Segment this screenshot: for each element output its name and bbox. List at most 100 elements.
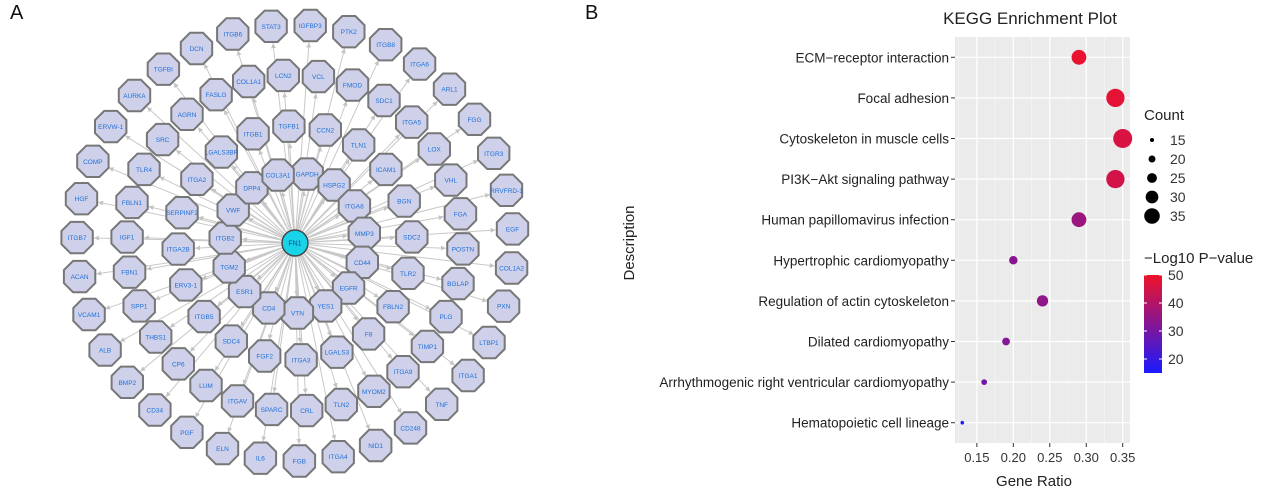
gene-node-acan[interactable]: ACAN — [62, 259, 97, 294]
gene-node-faslg[interactable]: FASLG — [199, 78, 233, 112]
gene-node-pgf[interactable]: PGF — [170, 415, 204, 449]
gene-node-arl1[interactable]: ARL1 — [432, 72, 467, 106]
gene-node-hgf[interactable]: HGF — [64, 182, 99, 216]
hub-node-fn1[interactable]: FN1 — [281, 229, 309, 257]
gene-node-tln2[interactable]: TLN2 — [324, 387, 358, 422]
gene-node-itgb1[interactable]: ITGB1 — [236, 117, 270, 151]
gene-node-itga4[interactable]: ITGA4 — [321, 440, 355, 474]
gene-node-itga1[interactable]: ITGA1 — [451, 358, 485, 393]
gene-node-alb[interactable]: ALB — [88, 333, 122, 367]
gene-node-crl[interactable]: CRL — [290, 393, 324, 428]
data-point-hypertrophic-cardiomyopathy[interactable] — [1009, 256, 1018, 265]
data-point-pi3k-akt-signaling-pathway[interactable] — [1106, 169, 1125, 189]
gene-node-col1a1[interactable]: COL1A1 — [232, 64, 266, 99]
gene-node-fgf2[interactable]: FGF2 — [248, 339, 282, 373]
data-point-arrhythmogenic-right-ventricular-cardiomyopathy[interactable] — [981, 379, 988, 385]
gene-node-cd44[interactable]: CD44 — [345, 245, 379, 279]
gene-node-plg[interactable]: PLG — [429, 299, 463, 334]
gene-node-erv3-1[interactable]: ERV3-1 — [169, 268, 203, 302]
gene-node-cd248[interactable]: CD248 — [393, 411, 428, 445]
gene-node-yes1[interactable]: YES1 — [309, 289, 343, 323]
gene-node-tgfb1[interactable]: TGFB1 — [272, 109, 306, 143]
gene-node-fmod[interactable]: FMOD — [335, 68, 370, 102]
data-point-cytoskeleton-in-muscle-cells[interactable] — [1113, 129, 1133, 148]
gene-node-fgg[interactable]: FGG — [457, 102, 492, 136]
gene-node-itga6[interactable]: ITGA6 — [402, 47, 437, 81]
gene-node-bglap[interactable]: BGLAP — [441, 266, 475, 301]
gene-node-timp1[interactable]: TIMP1 — [410, 329, 445, 364]
gene-node-nid1[interactable]: NID1 — [358, 428, 393, 463]
gene-node-tgfbi[interactable]: TGFBI — [146, 52, 181, 86]
gene-node-col1a2[interactable]: COL1A2 — [494, 251, 529, 285]
gene-node-itgb7[interactable]: ITGB7 — [60, 220, 94, 255]
gene-node-igfbp3[interactable]: IGFBP3 — [293, 8, 327, 43]
gene-node-agrn[interactable]: AGRN — [170, 97, 204, 131]
gene-node-col3a1[interactable]: COL3A1 — [261, 158, 295, 192]
gene-node-itga2[interactable]: ITGA2 — [180, 162, 214, 196]
gene-node-ccn2[interactable]: CCN2 — [308, 113, 342, 147]
gene-node-igf1[interactable]: IGF1 — [110, 220, 144, 254]
gene-node-bgn[interactable]: BGN — [387, 184, 421, 218]
gene-node-lox[interactable]: LOX — [417, 132, 451, 166]
gene-node-tln1[interactable]: TLN1 — [342, 128, 376, 162]
gene-node-itgb6[interactable]: ITGB6 — [216, 17, 250, 51]
gene-node-src[interactable]: SRC — [145, 122, 180, 157]
gene-node-aurka[interactable]: AURKA — [117, 78, 152, 113]
gene-node-il6[interactable]: IL6 — [243, 441, 278, 475]
gene-node-postn[interactable]: POSTN — [446, 232, 480, 266]
gene-node-fbln1[interactable]: FBLN1 — [115, 185, 149, 220]
gene-node-mmp3[interactable]: MMP3 — [347, 216, 381, 250]
gene-node-pxn[interactable]: PXN — [486, 289, 521, 323]
gene-node-cd34[interactable]: CD34 — [138, 393, 172, 427]
gene-node-rrvfrd-1[interactable]: RRVFRD-1 — [489, 173, 523, 207]
data-point-dilated-cardiomyopathy[interactable] — [1002, 337, 1010, 346]
gene-node-tgm2[interactable]: TGM2 — [212, 250, 246, 284]
gene-node-f8[interactable]: F8 — [351, 317, 386, 351]
gene-node-fbln2[interactable]: FBLN2 — [376, 290, 410, 324]
data-point-regulation-of-actin-cytoskeleton[interactable] — [1036, 295, 1049, 307]
gene-node-cp6[interactable]: CP6 — [161, 347, 195, 381]
gene-node-vcam1[interactable]: VCAM1 — [72, 297, 106, 332]
gene-node-tlr2[interactable]: TLR2 — [391, 256, 425, 290]
gene-node-spp1[interactable]: SPP1 — [122, 289, 156, 323]
gene-node-myom2[interactable]: MYOM2 — [357, 374, 391, 408]
gene-node-stat3[interactable]: STAT3 — [254, 9, 288, 43]
gene-node-itgb2[interactable]: ITGB2 — [208, 221, 242, 255]
gene-node-lum[interactable]: LUM — [189, 368, 223, 403]
gene-node-bmp2[interactable]: BMP2 — [110, 365, 144, 399]
gene-node-egf[interactable]: EGF — [495, 212, 530, 246]
data-point-human-papillomavirus-infection[interactable] — [1071, 212, 1087, 228]
data-point-hematopoietic-cell-lineage[interactable] — [960, 420, 965, 425]
gene-node-ervw-1[interactable]: ERVW-1 — [94, 109, 128, 144]
gene-node-lcn2[interactable]: LCN2 — [266, 58, 300, 93]
gene-node-tnf[interactable]: TNF — [425, 387, 459, 421]
gene-node-dcn[interactable]: DCN — [179, 31, 214, 66]
gene-node-comp[interactable]: COMP — [76, 144, 110, 178]
gene-node-ptk2[interactable]: PTK2 — [332, 15, 366, 49]
data-point-focal-adhesion[interactable] — [1106, 88, 1125, 108]
gene-node-thbs1[interactable]: THBS1 — [139, 320, 173, 354]
gene-node-vtn[interactable]: VTN — [280, 296, 315, 330]
gene-node-itgb8[interactable]: ITGB8 — [368, 28, 403, 62]
gene-node-itgr3[interactable]: ITGR3 — [477, 136, 511, 170]
gene-node-itga9[interactable]: ITGA9 — [386, 355, 420, 389]
gene-node-vcl[interactable]: VCL — [301, 59, 336, 94]
gene-node-sdc4[interactable]: SDC4 — [214, 324, 248, 358]
gene-node-itgav[interactable]: ITGAV — [220, 384, 255, 418]
gene-node-tlr4[interactable]: TLR4 — [127, 152, 161, 187]
gene-node-sdc2[interactable]: SDC2 — [395, 220, 429, 254]
gene-node-lgals3bp[interactable]: LGALS3BP — [204, 135, 239, 169]
gene-node-fbn1[interactable]: FBN1 — [112, 255, 147, 289]
gene-node-ltbp1[interactable]: LTBP1 — [472, 325, 506, 360]
gene-node-itga3[interactable]: ITGA3 — [284, 343, 318, 377]
gene-node-itga2b[interactable]: ITGA2B — [161, 232, 195, 266]
gene-node-icam1[interactable]: ICAM1 — [369, 152, 403, 187]
gene-node-sdc1[interactable]: SDC1 — [367, 83, 401, 118]
gene-node-itgb5[interactable]: ITGB5 — [187, 299, 221, 334]
gene-node-itga5[interactable]: ITGA5 — [395, 105, 429, 139]
gene-node-hspg2[interactable]: HSPG2 — [317, 168, 351, 202]
gene-node-fgb[interactable]: FGB — [282, 444, 317, 478]
gene-node-serpinf2[interactable]: SERPINF2 — [165, 196, 199, 230]
gene-node-fga[interactable]: FGA — [443, 197, 478, 231]
data-point-ecm-receptor-interaction[interactable] — [1071, 49, 1087, 65]
